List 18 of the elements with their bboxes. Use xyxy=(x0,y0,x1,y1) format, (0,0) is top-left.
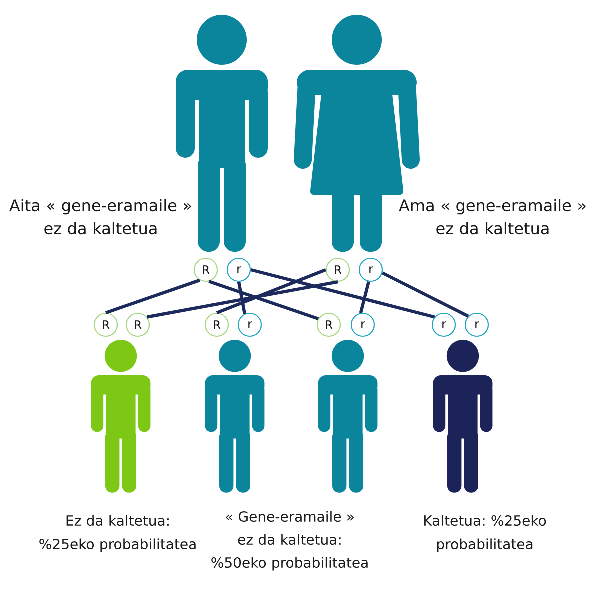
node-label: Aita « gene-eramaile » ez da kaltetua xyxy=(10,199,192,235)
caption: « Gene-eramaile » ez da kaltetua: %50eko probabilitatea xyxy=(212,511,368,571)
connector-line xyxy=(105,278,200,314)
person-figure xyxy=(176,15,268,252)
person-figure xyxy=(433,340,493,493)
person-figure xyxy=(318,340,378,493)
connector-line xyxy=(237,282,246,314)
connector-line xyxy=(382,272,470,318)
connector-line xyxy=(208,280,320,320)
connector-line xyxy=(146,280,338,319)
person-figure xyxy=(91,340,151,493)
connector-line xyxy=(216,268,327,314)
connector-line xyxy=(359,281,370,314)
person-figure xyxy=(205,340,265,493)
connector-line xyxy=(250,268,436,319)
node-label: Ez da kaltetua: %25eko probabilitatea xyxy=(40,515,196,552)
node-label: Kaltetua: %25eko probabilitatea xyxy=(424,515,546,552)
node-label: Ama « gene-eramaile » ez da kaltetua xyxy=(399,199,586,235)
